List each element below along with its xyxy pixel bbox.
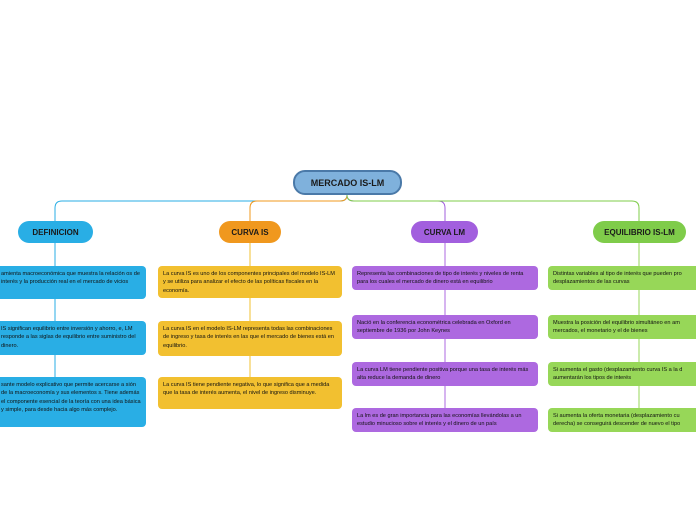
topic-curva-is[interactable]: CURVA IS	[219, 221, 281, 243]
curva-lm-item-4-text: La lm es de gran importancia para las ec…	[357, 413, 522, 428]
curva-lm-item-4[interactable]: La lm es de gran importancia para las ec…	[352, 408, 538, 432]
topic-equilibrio[interactable]: EQUILIBRIO IS-LM	[593, 221, 686, 243]
connector-root-curva-is	[249, 194, 348, 221]
topic-definicion-label: DEFINICION	[32, 227, 79, 237]
definicion-item-1[interactable]: amienta macroeconómica que muestra la re…	[0, 266, 146, 299]
definicion-item-1-text: amienta macroeconómica que muestra la re…	[1, 271, 140, 286]
curva-is-item-2-text: La curva IS en el modelo IS-LM represent…	[163, 326, 335, 349]
curva-lm-item-2-text: Nació en la conferencia econométrica cel…	[357, 320, 511, 335]
equilibrio-item-2-text: Muestra la posición del equilibrio simul…	[553, 320, 680, 335]
curva-is-item-2[interactable]: La curva IS en el modelo IS-LM represent…	[158, 321, 342, 356]
topic-curva-is-label: CURVA IS	[231, 227, 269, 237]
topic-equilibrio-label: EQUILIBRIO IS-LM	[604, 227, 675, 237]
connector-root-equilibrio	[346, 194, 640, 221]
curva-lm-item-3[interactable]: La curva LM tiene pendiente positiva por…	[352, 362, 538, 386]
equilibrio-item-1-text: Distintas variables al tipo de interés q…	[553, 271, 682, 286]
topic-curva-lm-label: CURVA LM	[423, 227, 466, 237]
root-title: MERCADO IS-LM	[310, 177, 385, 188]
definicion-item-2-text: IS significan equilibrio entre inversión…	[1, 326, 136, 349]
curva-is-item-3[interactable]: La curva IS tiene pendiente negativa, lo…	[158, 377, 342, 409]
equilibrio-item-4[interactable]: Si aumenta la oferta monetaria (desplaza…	[548, 408, 696, 432]
curva-is-item-3-text: La curva IS tiene pendiente negativa, lo…	[163, 382, 330, 397]
definicion-item-3[interactable]: sante modelo explicativo que permite ace…	[0, 377, 146, 427]
equilibrio-item-2[interactable]: Muestra la posición del equilibrio simul…	[548, 315, 696, 339]
curva-lm-item-3-text: La curva LM tiene pendiente positiva por…	[357, 367, 529, 382]
equilibrio-item-4-text: Si aumenta la oferta monetaria (desplaza…	[553, 413, 681, 428]
connector-root-curva-lm	[346, 194, 446, 221]
curva-is-item-1[interactable]: La curva IS es uno de los componentes pr…	[158, 266, 342, 298]
root-node[interactable]: MERCADO IS-LM	[293, 170, 402, 195]
topic-curva-lm[interactable]: CURVA LM	[411, 221, 478, 243]
definicion-item-2[interactable]: IS significan equilibrio entre inversión…	[0, 321, 146, 355]
curva-lm-item-1[interactable]: Representa las combinaciones de tipo de …	[352, 266, 538, 290]
curva-lm-item-1-text: Representa las combinaciones de tipo de …	[357, 271, 524, 286]
curva-is-item-1-text: La curva IS es uno de los componentes pr…	[163, 271, 335, 294]
equilibrio-item-1[interactable]: Distintas variables al tipo de interés q…	[548, 266, 696, 290]
equilibrio-item-3-text: Si aumenta el gasto (desplazamiento curv…	[553, 367, 683, 382]
connector-root-definicion	[54, 194, 348, 221]
equilibrio-item-3[interactable]: Si aumenta el gasto (desplazamiento curv…	[548, 362, 696, 386]
curva-lm-item-2[interactable]: Nació en la conferencia econométrica cel…	[352, 315, 538, 339]
topic-definicion[interactable]: DEFINICION	[18, 221, 93, 243]
definicion-item-3-text: sante modelo explicativo que permite ace…	[1, 382, 141, 414]
